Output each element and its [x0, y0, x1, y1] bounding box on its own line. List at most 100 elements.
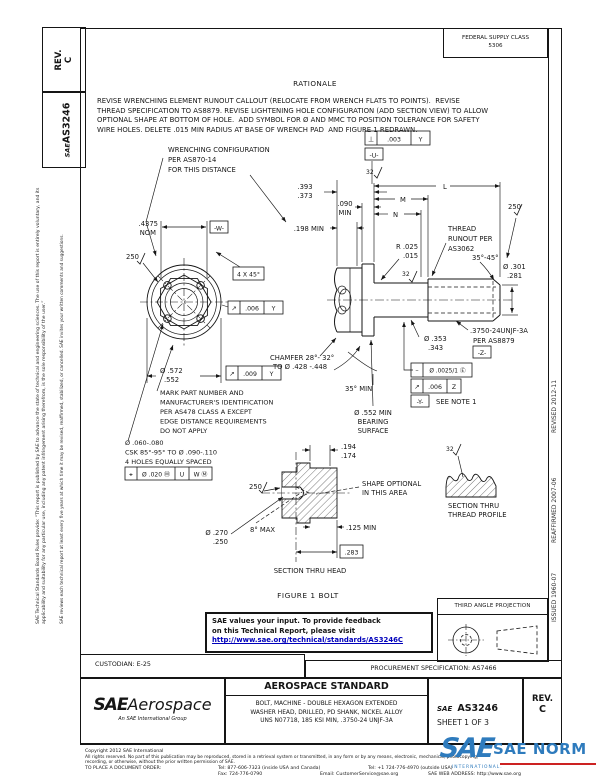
fcf-position-datum1: U: [180, 472, 184, 479]
surface-finish-32: 32: [402, 271, 410, 278]
watermark-name: SAE NORM: [493, 740, 587, 758]
bearing-surface-note: Ø .552 MIN: [354, 409, 392, 417]
copyright-line: Copyright 2012 SAE International: [85, 749, 164, 754]
rights-statement: All rights reserved. No part of this pub…: [85, 754, 479, 766]
thread-spec: .3750-24UNJF-3A: [470, 327, 528, 335]
feedback-line1: SAE values your input. To provide feedba…: [212, 617, 381, 625]
fcf-runout3-tol: .006: [428, 384, 442, 391]
fcf-perpendicularity-tol: .003: [387, 137, 401, 144]
procurement-text: PROCUREMENT SPECIFICATION: AS7466: [370, 665, 497, 672]
csk-hole-note: CSK 85°-95° TO Ø .090-.110: [125, 449, 217, 457]
datum-y-flag: -Y-: [417, 399, 424, 406]
drawing-labels: WRENCHING CONFIGURATION PER AS870-14 FOR…: [125, 136, 528, 601]
custodian-text: CUSTODIAN: E-25: [95, 661, 151, 668]
sidebar-disclaimer-2: SAE reviews each technical report at lea…: [60, 234, 65, 624]
fcf-perpendicularity-symbol: ⊥: [368, 136, 374, 144]
rev-corner-label: REV.: [54, 48, 64, 71]
dim-chamfer-dia-max: Ø .301: [503, 263, 526, 271]
dim-flange-dia-max: Ø .572: [160, 367, 183, 375]
surface-finish-32: 32: [446, 446, 454, 453]
fcf-runout2-symbol: ↗: [229, 370, 234, 378]
logo-subtext: An SAE International Group: [118, 716, 187, 722]
revision-issued: ISSUED 1960-07: [551, 572, 558, 622]
tel-outside: Tel: +1 724-776-4970 (outside USA): [368, 766, 453, 771]
fcf-runout2-datum: Y: [269, 371, 274, 378]
sae-logo-small: SAE: [437, 705, 453, 713]
fcf-runout3-symbol: ↗: [414, 383, 419, 391]
surface-finish-32: 32: [366, 169, 374, 176]
dim-shank-dia-min: .343: [428, 344, 443, 352]
section-thread-caption: SECTION THRU: [448, 502, 499, 510]
watermark-subtext: INTERNATIONAL.: [452, 765, 503, 770]
dim-length-M: M: [400, 196, 406, 204]
dim-fillet-radius-max: R .025: [396, 243, 418, 251]
revision-reaffirmed: REAFFIRMED 2007-06: [551, 477, 558, 543]
angle-35-min: 35° MIN: [345, 385, 372, 393]
fax-number: Fax: 724-776-0790: [218, 771, 263, 776]
dim-chamfer-dia-min: .281: [507, 272, 522, 280]
feature-control-frames: [124, 130, 492, 559]
chamfer-4x45-label: 4 X 45°: [237, 271, 260, 279]
title-block-number-cell: SAE AS3246 SHEET 1 OF 3: [428, 678, 523, 744]
csk-hole-note: Ø .060-.080: [125, 439, 163, 447]
section-head-caption: SECTION THRU HEAD: [274, 567, 347, 575]
section-thru-thread-profile: [445, 443, 497, 498]
thread-runout-note: AS3062: [448, 245, 474, 253]
section-head-dimensions: [230, 445, 360, 558]
aerospace-logo: Aerospace: [127, 695, 212, 714]
fcf-runout1-datum: Y: [271, 306, 276, 313]
custodian-cell: CUSTODIAN: E-25: [80, 654, 305, 678]
chamfer-note: CHAMFER 28°- 32°: [270, 354, 334, 362]
fcf-position-symbol: ⌖: [129, 471, 133, 479]
rationale-text: REVISE WRENCHING ELEMENT RUNOUT CALLOUT …: [97, 97, 489, 134]
fcf-position-tol: Ø .020 Ⓜ: [142, 471, 170, 479]
end-view-dimensions: [127, 157, 287, 442]
doc-title-line1: BOLT, MACHINE - DOUBLE HEXAGON EXTENDED: [255, 701, 398, 707]
marking-note: EDGE DISTANCE REQUIREMENTS: [160, 418, 267, 426]
dim-flange-thickness-min: MIN: [339, 209, 352, 217]
dim-fillet-radius-min: .015: [403, 252, 418, 260]
section-thread-caption: THREAD PROFILE: [447, 511, 507, 519]
wrenching-note: FOR THIS DISTANCE: [168, 166, 236, 174]
fcf-runout1-symbol: ↗: [231, 305, 236, 313]
wrenching-note: WRENCHING CONFIGURATION: [168, 146, 270, 154]
projection-box: THIRD ANGLE PROJECTION: [437, 598, 548, 662]
title-block-logo-cell: SAEAerospace An SAE International Group: [80, 678, 225, 744]
doc-title-line2: WASHER HEAD, DRILLED, PD SHANK, NICKEL A…: [250, 709, 403, 716]
dim-flange-thickness: .090: [337, 200, 352, 208]
side-view-dimensions: [319, 161, 523, 407]
dim-flange-dia-min: .552: [164, 376, 179, 384]
datum-u-flag: -U-: [370, 153, 379, 160]
chamfer-note: TO Ø .428 -.448: [272, 363, 327, 371]
rev-corner-box: REV. C: [42, 27, 86, 92]
figure-caption: FIGURE 1 BOLT: [277, 591, 339, 600]
marking-note: MARK PART NUMBER AND: [160, 389, 244, 397]
doc-number: AS3246: [457, 703, 498, 714]
dim-counterbore-max: .194: [341, 443, 356, 451]
wrenching-note: PER AS870-14: [168, 156, 216, 164]
dim-length-L: L: [443, 183, 447, 191]
rationale-title: RATIONALE: [293, 79, 337, 88]
federal-supply-class-box: FEDERAL SUPPLY CLASS 5306: [443, 28, 548, 58]
watermark-red-rule: [500, 763, 596, 765]
sae-logo-small: SAE: [63, 143, 72, 158]
sae-logo: SAE: [93, 695, 128, 715]
thread-spec: PER AS8879: [473, 337, 515, 345]
dim-hex-width: .4375: [139, 220, 158, 228]
feedback-link[interactable]: http://www.sae.org/technical/standards/A…: [212, 636, 403, 645]
surface-finish-250: 250: [126, 253, 139, 261]
right-column-divider: [548, 28, 549, 662]
chamfer-angle-thread-end: 35°-45°: [472, 254, 499, 262]
csk-hole-note: 4 HOLES EQUALLY SPACED: [125, 458, 212, 466]
surface-finish-250: 250: [508, 203, 521, 211]
shape-optional-note: IN THIS AREA: [362, 489, 408, 497]
feedback-line2: on this Technical Report, please visit: [212, 626, 356, 635]
marking-note: DO NOT APPLY: [160, 427, 207, 435]
see-note-1: SEE NOTE 1: [436, 398, 476, 406]
marking-note: PER AS478 CLASS A EXCEPT: [160, 408, 252, 416]
datum-w-flag: -W-: [214, 226, 224, 233]
fsc-label: FEDERAL SUPPLY CLASS: [461, 35, 529, 41]
sidebar-disclaimer-1: SAE Technical Standards Board Rules prov…: [36, 187, 48, 624]
dim-length-N: N: [393, 211, 398, 219]
